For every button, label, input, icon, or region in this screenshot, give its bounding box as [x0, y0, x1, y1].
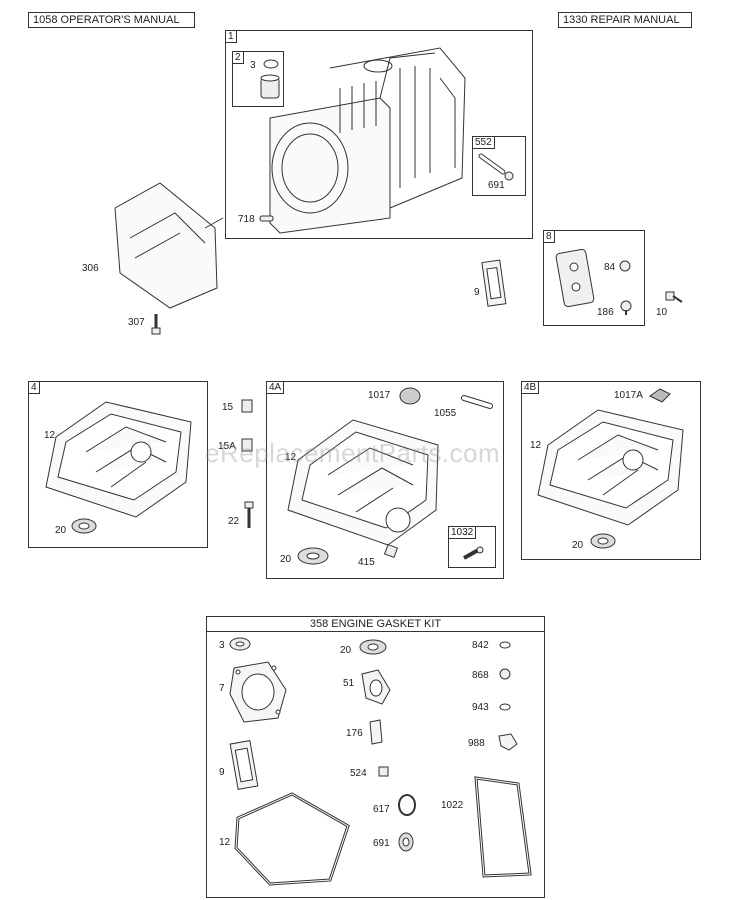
sump-drawing-box4: [45, 401, 192, 518]
kit-part-691: 691: [373, 838, 390, 849]
part-number-20-box4b: 20: [572, 540, 584, 551]
cover-1017a-drawing: [649, 388, 671, 403]
part-number-10: 10: [656, 307, 668, 318]
box-1032-governor: 1032: [448, 526, 496, 568]
kit-gasket-9-drawing: [229, 740, 259, 790]
part-number-15: 15: [222, 402, 234, 413]
governor-1032-drawing: [463, 546, 484, 560]
kit-part-20: 20: [340, 645, 352, 656]
box-4b-sump: 4B: [521, 381, 701, 560]
part-number-20-box4a: 20: [280, 554, 292, 565]
part-number-15a: 15A: [218, 441, 236, 452]
kit-part-12: 12: [219, 837, 231, 848]
part-number-186: 186: [597, 307, 614, 318]
plug-15-drawing: [241, 399, 253, 413]
kit-part-988: 988: [468, 738, 485, 749]
kit-part-176: 176: [346, 728, 363, 739]
screw-10-drawing: [665, 291, 683, 303]
part-number-1017a: 1017A: [614, 390, 643, 401]
part-number-12-box4b: 12: [530, 440, 542, 451]
gasket-9-drawing: [481, 259, 507, 307]
kit-part-988-drawing: [498, 733, 518, 751]
sump-drawing-box4a: [287, 419, 439, 546]
kit-gasket-1022-drawing: [474, 776, 532, 878]
part-number-1055: 1055: [434, 408, 457, 419]
breather-tube-drawing: [478, 153, 514, 181]
kit-part-617: 617: [373, 804, 390, 815]
kit-head-gasket-7-drawing: [229, 661, 287, 723]
kit-part-868: 868: [472, 670, 489, 681]
engine-gasket-kit-box: 358 ENGINE GASKET KIT: [206, 616, 545, 898]
kit-seal-691-drawing: [398, 832, 414, 852]
pin-1055-drawing: [461, 395, 493, 409]
part-number-20-box4: 20: [55, 525, 67, 536]
box-1-label: 1: [226, 31, 237, 43]
part-number-718: 718: [238, 214, 255, 225]
oil-seal-20-box4b-drawing: [590, 533, 616, 549]
kit-part-524: 524: [350, 768, 367, 779]
part-number-1017: 1017: [368, 390, 391, 401]
box-2-bushing: 2: [232, 51, 284, 107]
part-number-691-box552: 691: [488, 180, 505, 191]
nut-84-drawing: [619, 260, 631, 272]
part-number-12-box4a: 12: [285, 452, 297, 463]
kit-sump-gasket-12-drawing: [234, 792, 350, 886]
box-8-label: 8: [544, 231, 555, 243]
box-552-label: 552: [473, 137, 495, 149]
screw-307-drawing: [151, 314, 161, 335]
oil-seal-20-box4-drawing: [71, 518, 97, 534]
part-number-84: 84: [604, 262, 616, 273]
bushing-drawing: [260, 59, 280, 99]
box-552-breather: 552: [472, 136, 526, 196]
kit-part-1022: 1022: [441, 800, 464, 811]
kit-seal-3-drawing: [229, 637, 251, 651]
box-1032-label: 1032: [449, 527, 477, 539]
kit-part-524-drawing: [378, 766, 389, 777]
part-number-3: 3: [250, 60, 256, 71]
kit-part-3: 3: [219, 640, 225, 651]
oil-seal-20-box4a-drawing: [297, 547, 329, 565]
box-1-cylinder-assembly: 1 2: [225, 30, 533, 239]
part-number-307: 307: [128, 317, 145, 328]
air-guide-306-drawing: [114, 182, 224, 309]
kit-part-7: 7: [219, 683, 225, 694]
box-4b-label: 4B: [522, 382, 540, 394]
kit-part-842-drawing: [499, 641, 511, 649]
screw-22-drawing: [244, 501, 254, 528]
part-number-415: 415: [358, 557, 375, 568]
screw-186-drawing: [620, 300, 632, 315]
kit-part-943: 943: [472, 702, 489, 713]
kit-oring-617-drawing: [398, 794, 416, 816]
cylinder-block-drawing: [269, 47, 466, 234]
box-4-label: 4: [29, 382, 40, 394]
sump-drawing-box4b: [537, 409, 684, 526]
repair-manual-label: 1330 REPAIR MANUAL: [558, 12, 692, 28]
cover-1017-drawing: [399, 387, 421, 405]
kit-part-51: 51: [343, 678, 355, 689]
kit-part-868-drawing: [499, 668, 511, 680]
operators-manual-label: 1058 OPERATOR'S MANUAL: [28, 12, 195, 28]
kit-part-842: 842: [472, 640, 489, 651]
dowel-pin-718-drawing: [259, 215, 274, 222]
kit-seal-20-drawing: [359, 639, 387, 655]
part-number-9: 9: [474, 287, 480, 298]
box-8-valve-cover: 8: [543, 230, 645, 326]
part-number-22: 22: [228, 516, 240, 527]
part-number-12-box4: 12: [44, 430, 56, 441]
kit-part-9: 9: [219, 767, 225, 778]
kit-gasket-176-drawing: [369, 719, 383, 745]
box-2-label: 2: [233, 52, 244, 64]
box-4a-sump: 4A: [266, 381, 504, 579]
engine-gasket-kit-title: 358 ENGINE GASKET KIT: [207, 617, 544, 632]
kit-gasket-51-drawing: [361, 669, 391, 705]
part-number-306: 306: [82, 263, 99, 274]
plug-15a-drawing: [241, 438, 253, 452]
valve-cover-drawing: [555, 248, 595, 308]
part-415-drawing: [383, 543, 399, 559]
box-4-sump: 4: [28, 381, 208, 548]
box-4a-label: 4A: [267, 382, 285, 394]
kit-part-943-drawing: [499, 703, 511, 711]
